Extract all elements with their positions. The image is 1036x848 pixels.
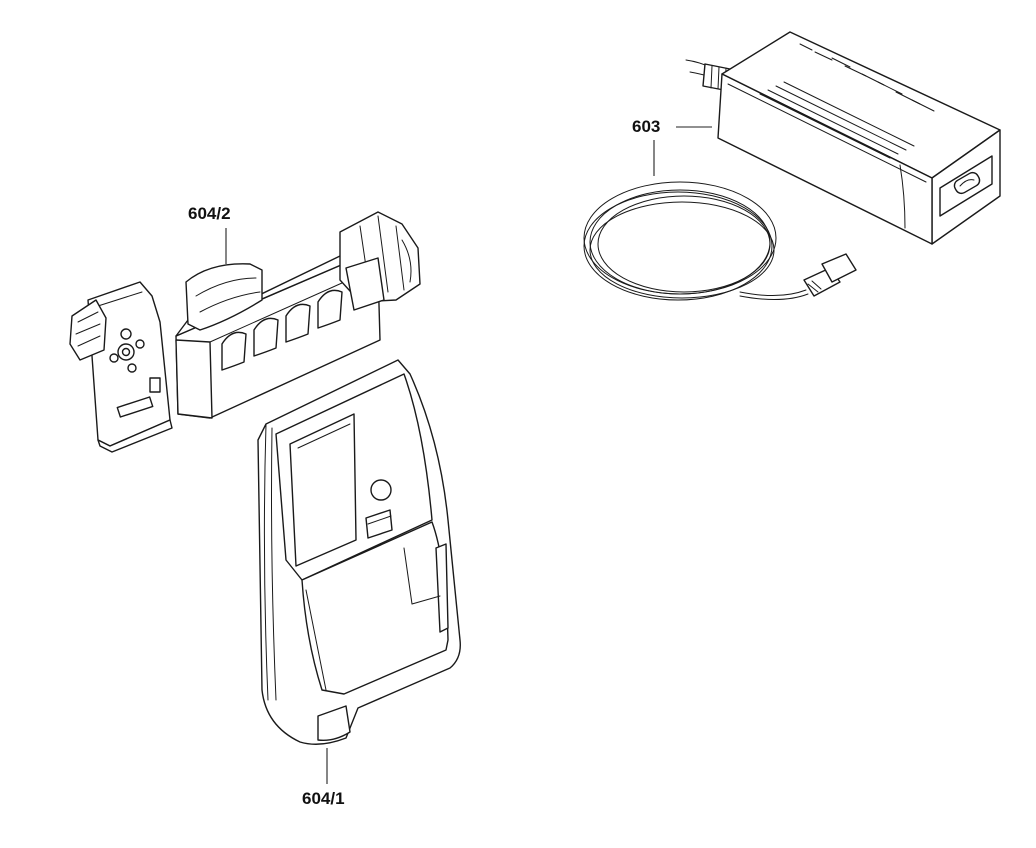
part-603-power-adapter bbox=[583, 31, 1001, 301]
part-604-2-clamp-holder bbox=[69, 211, 421, 453]
part-604-1-holder-shell bbox=[257, 359, 461, 745]
part-label-604-1: 604/1 bbox=[302, 789, 345, 808]
part-label-604-2: 604/2 bbox=[188, 204, 231, 223]
part-label-603: 603 bbox=[632, 117, 661, 136]
